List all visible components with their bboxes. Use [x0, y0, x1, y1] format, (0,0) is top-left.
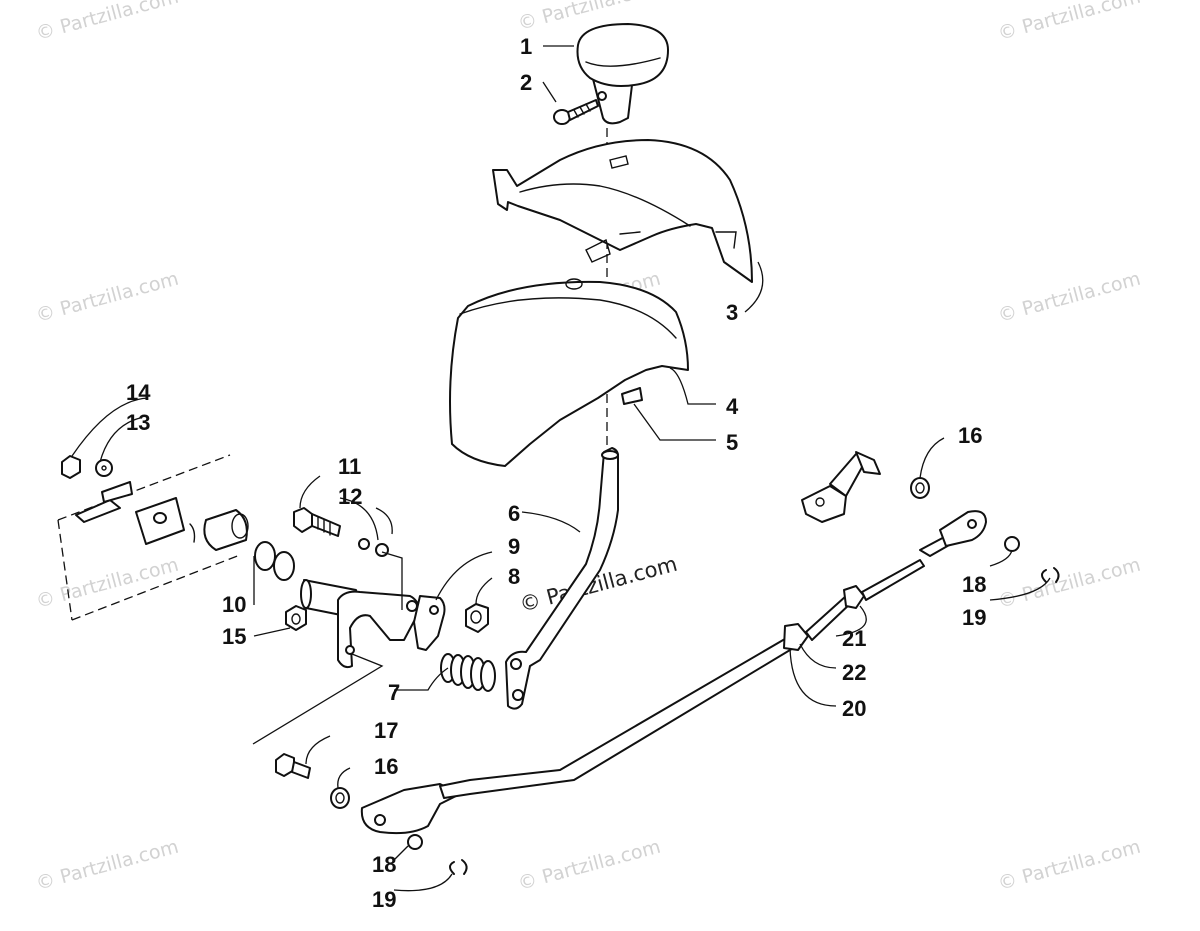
bushing-icon	[910, 477, 930, 499]
watermark-mid-right: © Partzilla.com	[996, 268, 1143, 327]
callout-3: 3	[726, 300, 738, 325]
callout-19-right: 19	[962, 605, 986, 630]
washer-icon	[375, 543, 389, 557]
watermark-bottom-center: © Partzilla.com	[516, 836, 663, 895]
callout-9: 9	[508, 534, 520, 559]
callout-1: 1	[520, 34, 532, 59]
watermark-mid-left: © Partzilla.com	[34, 268, 181, 327]
washer-icon	[407, 834, 423, 850]
callout-16-bottom: 16	[374, 754, 398, 779]
watermark-bottom-left: © Partzilla.com	[34, 836, 181, 895]
bolt-washer-icon	[61, 455, 113, 479]
callout-15: 15	[222, 624, 246, 649]
callout-11: 11	[338, 454, 361, 479]
nut-icon	[285, 605, 307, 631]
callout-13: 13	[126, 410, 150, 435]
o-ring-icon	[254, 541, 276, 571]
callout-17: 17	[374, 718, 398, 743]
shift-knob-icon	[576, 23, 669, 125]
watermark-low-left: © Partzilla.com	[34, 554, 181, 613]
o-ring-icon	[273, 551, 295, 581]
bolt-icon	[275, 753, 311, 779]
callout-18-right: 18	[962, 572, 986, 597]
spring-icon	[440, 653, 496, 692]
watermark-top-right: © Partzilla.com	[996, 0, 1143, 45]
screw-icon	[553, 99, 599, 125]
callout-6: 6	[508, 501, 520, 526]
callout-19-bottom: 19	[372, 887, 396, 912]
washer-icon	[358, 538, 370, 550]
e-clip-icon	[1041, 567, 1060, 583]
shift-rod-icon	[360, 510, 987, 835]
watermark-top-left: © Partzilla.com	[34, 0, 181, 45]
callout-labels: 1 2 3 4 5 6 7 8 9 10 11 12 13 14 15 16 1…	[126, 34, 986, 912]
callout-16-right: 16	[958, 423, 982, 448]
bushing-icon	[330, 787, 350, 809]
shift-lever-icon	[505, 447, 619, 710]
callout-8: 8	[508, 564, 520, 589]
callout-5: 5	[726, 430, 738, 455]
bolt-icon	[293, 507, 341, 537]
watermark-low-right: © Partzilla.com	[996, 554, 1143, 613]
callout-7: 7	[388, 680, 400, 705]
callout-18-bottom: 18	[372, 852, 396, 877]
shift-boot-upper-icon	[492, 139, 753, 283]
callout-12: 12	[338, 484, 362, 509]
callout-20: 20	[842, 696, 866, 721]
linkage-arm-icon	[801, 451, 881, 523]
washer-icon	[1004, 536, 1020, 552]
pivot-shaft-icon	[300, 579, 446, 669]
callout-2: 2	[520, 70, 532, 95]
nut-icon	[465, 603, 489, 633]
callout-4: 4	[726, 394, 739, 419]
watermark-bottom-right: © Partzilla.com	[996, 836, 1143, 895]
leader-lines	[71, 45, 1051, 892]
callout-10: 10	[222, 592, 246, 617]
shift-boot-icon	[449, 238, 689, 467]
callout-14: 14	[126, 380, 151, 405]
e-clip-icon	[449, 859, 468, 875]
boot-clip-icon	[621, 387, 643, 405]
frame-bracket-icon	[57, 454, 249, 621]
callout-22: 22	[842, 660, 866, 685]
callout-21: 21	[842, 626, 866, 651]
